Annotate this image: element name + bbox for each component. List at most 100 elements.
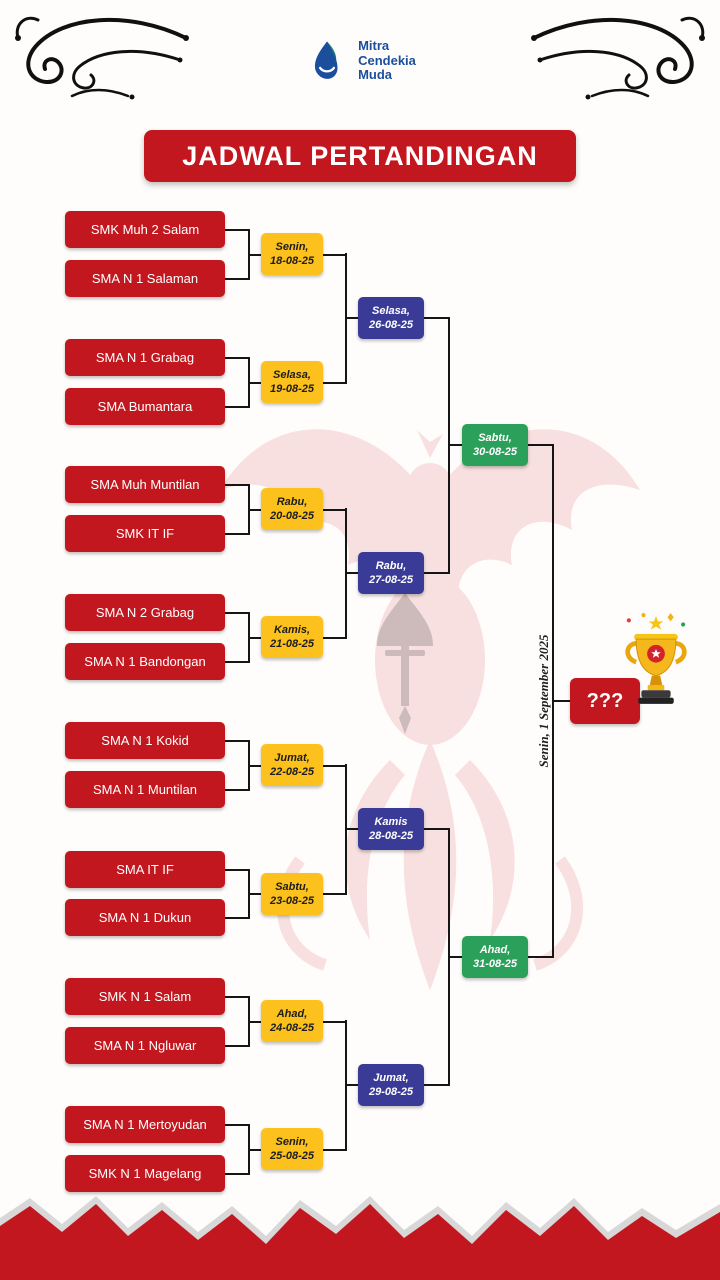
match-day: Jumat, bbox=[274, 751, 310, 764]
logo-line: Muda bbox=[358, 67, 393, 83]
match-date: 18-08-25 bbox=[269, 255, 315, 267]
match-date: 22-08-25 bbox=[269, 766, 315, 778]
match-date: 24-08-25 bbox=[269, 1022, 315, 1034]
connector-line bbox=[248, 254, 263, 256]
connector-line bbox=[248, 509, 263, 511]
connector-line bbox=[225, 1045, 250, 1047]
team-box: SMA N 1 Kokid bbox=[65, 722, 225, 759]
match-day: Kamis, bbox=[273, 623, 311, 636]
connector-line bbox=[448, 956, 464, 958]
team-box: SMA N 1 Dukun bbox=[65, 899, 225, 936]
logo: Mitra Cendekia Muda bbox=[0, 38, 720, 84]
connector-line bbox=[345, 572, 360, 574]
quarterfinal-date-badge: Kamis 28-08-25 bbox=[358, 808, 424, 850]
match-date-badge: Selasa, 19-08-25 bbox=[261, 361, 323, 403]
connector-line bbox=[422, 317, 450, 319]
connector-line bbox=[248, 765, 263, 767]
match-day: Ahad, bbox=[276, 1007, 308, 1020]
semifinal-date-badge: Ahad, 31-08-25 bbox=[462, 936, 528, 978]
garuda-watermark bbox=[220, 429, 640, 990]
connector-line bbox=[225, 917, 250, 919]
connector-line bbox=[526, 956, 554, 958]
connector-line bbox=[526, 444, 554, 446]
match-date: 29-08-25 bbox=[368, 1086, 414, 1098]
match-date-badge: Kamis, 21-08-25 bbox=[261, 616, 323, 658]
connector-line bbox=[225, 996, 250, 998]
match-day: Selasa, bbox=[372, 304, 410, 317]
match-day: Kamis bbox=[374, 815, 408, 828]
connector-line bbox=[345, 828, 360, 830]
connector-line bbox=[321, 254, 347, 256]
flourish-ornament-icon bbox=[531, 16, 705, 100]
connector-line bbox=[248, 637, 263, 639]
flourish-ornament-icon bbox=[15, 16, 189, 100]
team-box: SMA IT IF bbox=[65, 851, 225, 888]
connector-line bbox=[225, 740, 250, 742]
connector-line bbox=[225, 661, 250, 663]
connector-line bbox=[552, 700, 572, 702]
quarterfinal-date-badge: Selasa, 26-08-25 bbox=[358, 297, 424, 339]
connector-line bbox=[225, 533, 250, 535]
team-box: SMA Bumantara bbox=[65, 388, 225, 425]
connector-line bbox=[248, 1021, 263, 1023]
connector-line bbox=[225, 612, 250, 614]
final-date-label: Senin, 1 September 2025 bbox=[536, 634, 551, 768]
connector-line bbox=[225, 406, 250, 408]
connector-line bbox=[321, 382, 347, 384]
logo-line: Cendekia bbox=[358, 52, 416, 68]
logo-text: Mitra Cendekia Muda bbox=[358, 39, 416, 83]
match-date-badge: Senin, 18-08-25 bbox=[261, 233, 323, 275]
match-date: 23-08-25 bbox=[269, 895, 315, 907]
connector-line bbox=[321, 1149, 347, 1151]
connector-line bbox=[225, 1173, 250, 1175]
connector-line bbox=[321, 893, 347, 895]
team-box: SMK N 1 Salam bbox=[65, 978, 225, 1015]
team-box: SMK N 1 Magelang bbox=[65, 1155, 225, 1192]
connector-line bbox=[225, 484, 250, 486]
match-date: 19-08-25 bbox=[269, 383, 315, 395]
match-date: 27-08-25 bbox=[368, 574, 414, 586]
match-date: 25-08-25 bbox=[269, 1150, 315, 1162]
connector-line bbox=[225, 229, 250, 231]
connector-line bbox=[321, 637, 347, 639]
match-date-badge: Sabtu, 23-08-25 bbox=[261, 873, 323, 915]
match-date-badge: Rabu, 20-08-25 bbox=[261, 488, 323, 530]
match-date: 30-08-25 bbox=[472, 446, 518, 458]
connector-line bbox=[225, 789, 250, 791]
connector-line bbox=[225, 1124, 250, 1126]
match-date: 26-08-25 bbox=[368, 319, 414, 331]
team-box: SMA N 1 Ngluwar bbox=[65, 1027, 225, 1064]
match-date-badge: Ahad, 24-08-25 bbox=[261, 1000, 323, 1042]
page-title: JADWAL PERTANDINGAN bbox=[144, 130, 576, 182]
team-box: SMK Muh 2 Salam bbox=[65, 211, 225, 248]
connector-line bbox=[225, 278, 250, 280]
connector-line bbox=[422, 1084, 450, 1086]
torn-paper-edge bbox=[0, 1196, 720, 1280]
team-box: SMA Muh Muntilan bbox=[65, 466, 225, 503]
match-day: Jumat, bbox=[373, 1071, 409, 1084]
team-box: SMA N 1 Salaman bbox=[65, 260, 225, 297]
team-box: SMA N 2 Grabag bbox=[65, 594, 225, 631]
connector-line bbox=[345, 1084, 360, 1086]
trophy-icon bbox=[625, 613, 687, 704]
team-box: SMA N 1 Muntilan bbox=[65, 771, 225, 808]
team-box: SMK IT IF bbox=[65, 515, 225, 552]
match-date: 28-08-25 bbox=[368, 830, 414, 842]
match-day: Rabu, bbox=[375, 559, 407, 572]
match-day: Rabu, bbox=[276, 495, 308, 508]
champion-placeholder-box: ??? bbox=[570, 678, 640, 724]
quarterfinal-date-badge: Rabu, 27-08-25 bbox=[358, 552, 424, 594]
match-date: 31-08-25 bbox=[472, 958, 518, 970]
match-day: Sabtu, bbox=[478, 431, 512, 444]
connector-line bbox=[225, 869, 250, 871]
connector-line bbox=[422, 828, 450, 830]
quarterfinal-date-badge: Jumat, 29-08-25 bbox=[358, 1064, 424, 1106]
match-day: Selasa, bbox=[273, 368, 311, 381]
match-day: Sabtu, bbox=[275, 880, 309, 893]
match-date-badge: Jumat, 22-08-25 bbox=[261, 744, 323, 786]
match-date: 21-08-25 bbox=[269, 638, 315, 650]
connector-line bbox=[321, 765, 347, 767]
match-date-badge: Senin, 25-08-25 bbox=[261, 1128, 323, 1170]
match-date: 20-08-25 bbox=[269, 510, 315, 522]
